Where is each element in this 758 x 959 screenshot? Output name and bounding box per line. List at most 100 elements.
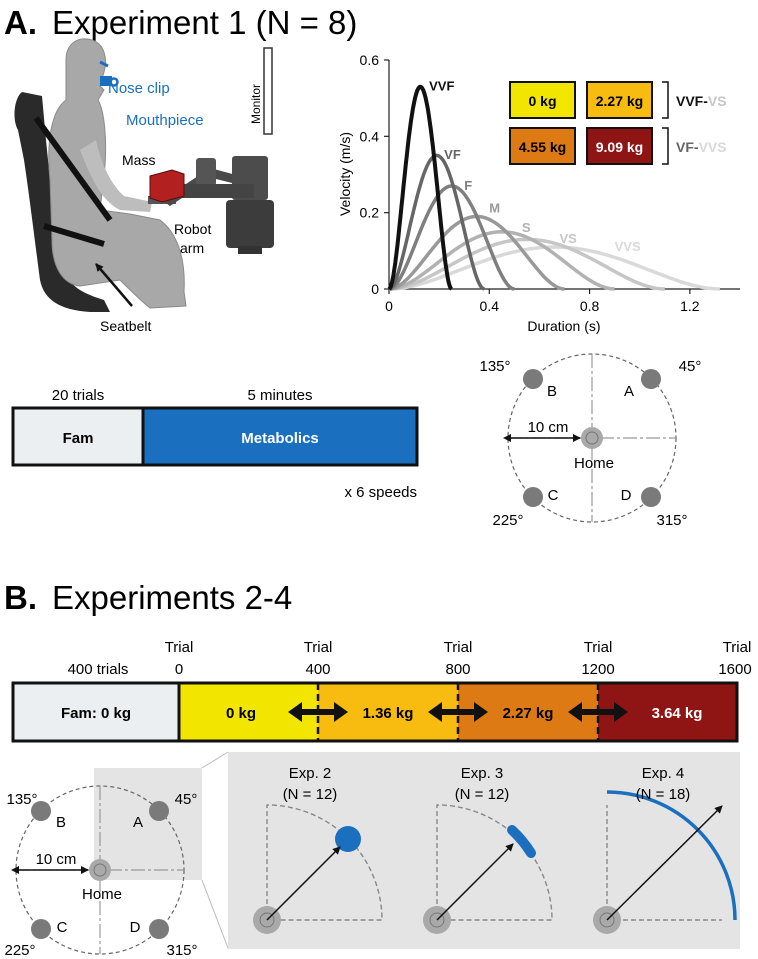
- person-arm: [80, 140, 152, 212]
- fam-b-block: [13, 683, 179, 741]
- radius-label-b: 10 cm: [36, 851, 77, 868]
- home-label: Home: [574, 455, 614, 472]
- trial-word-0: Trial: [165, 639, 194, 656]
- monitor-label: Monitor: [249, 84, 263, 124]
- target-layout-b: 10 cm Home 45° 135° 225° 315° A B C D: [4, 751, 229, 959]
- target-c: [523, 487, 543, 507]
- target-b: [523, 369, 543, 389]
- series-label-vvf: VVF: [429, 79, 454, 94]
- exp3-target-arc: [507, 825, 536, 858]
- x-tick-label: 0.4: [480, 298, 500, 314]
- mass-box-0: [509, 81, 576, 119]
- block-364kg-label: 3.64 kg: [652, 705, 703, 722]
- monitor-icon: [263, 47, 273, 135]
- trial-1200: 1200: [581, 661, 614, 678]
- metab-duration-label: 5 minutes: [247, 387, 312, 404]
- y-tick-label: 0.4: [360, 128, 380, 144]
- home-target-b: [89, 859, 111, 881]
- y-axis-label: Velocity (m/s): [337, 132, 353, 216]
- mass-label: Mass: [122, 152, 155, 168]
- target-b-b-label: B: [56, 814, 66, 831]
- exp3-n: (N = 12): [455, 786, 510, 803]
- target-b-d: [149, 919, 169, 939]
- target-b-b: [31, 801, 51, 821]
- metabolics-block-label: Metabolics: [241, 430, 319, 447]
- target-b-label: B: [547, 383, 557, 400]
- chair: [14, 92, 110, 312]
- trial-word-400: Trial: [304, 639, 333, 656]
- x-tick-label: 0: [385, 298, 393, 314]
- exp4-label: Exp. 4: [642, 765, 685, 782]
- x-tick-label: 1.2: [680, 298, 700, 314]
- trial-axis-labels: Trial 0 Trial 400 Trial 800 Trial 1200 T…: [68, 639, 752, 678]
- experiment-panel-bg: [228, 752, 740, 949]
- home-target: [581, 427, 603, 449]
- series-line-vvf: [387, 84, 453, 291]
- target-b-a-label: A: [133, 814, 143, 831]
- target-c-label: C: [548, 487, 559, 504]
- exp4-diagram: Exp. 4 (N = 18): [593, 765, 737, 934]
- mass-box-2: [509, 127, 576, 165]
- series-label-f: F: [464, 178, 472, 193]
- target-layout-a: 10 cm Home 45° 135° 225° 315° A B C D: [479, 353, 701, 529]
- target-b-a: [149, 801, 169, 821]
- seatbelt-strap: [33, 116, 113, 247]
- panel-b-title: Experiments 2-4: [52, 579, 292, 616]
- x-tick-label: 0.8: [580, 298, 600, 314]
- target-b-c: [31, 919, 51, 939]
- speed-group-1: VVF-VS: [676, 93, 727, 109]
- angle-225-label-b: 225°: [4, 942, 35, 959]
- target-d: [641, 487, 661, 507]
- angle-315-label-b: 315°: [166, 942, 197, 959]
- home-target-ring: [585, 431, 599, 445]
- trial-word-1200: Trial: [584, 639, 613, 656]
- series-label-m: M: [489, 201, 500, 216]
- exp2-label: Exp. 2: [289, 765, 332, 782]
- mass-box-2-label: 4.55 kg: [519, 139, 566, 155]
- repeat-label: x 6 speeds: [344, 484, 417, 501]
- y-tick-label: 0.2: [360, 205, 380, 221]
- exp2-diagram: Exp. 2 (N = 12): [253, 765, 383, 934]
- angle-45-label-b: 45°: [175, 791, 198, 808]
- nose-clip-icon: [100, 76, 112, 86]
- zoom-region: [94, 768, 202, 880]
- x-axis-label: Duration (s): [527, 318, 600, 334]
- angle-315-label: 315°: [656, 512, 687, 529]
- trial-word-1600: Trial: [723, 639, 752, 656]
- robot-arm-label-1: Robot: [174, 221, 211, 237]
- metabolics-block: [141, 406, 419, 467]
- mass-block: [149, 169, 185, 203]
- protocol-a: 20 trials 5 minutes Fam Metabolics x 6 s…: [11, 387, 419, 501]
- block-0kg-label: 0 kg: [226, 705, 256, 722]
- target-b-c-label: C: [57, 919, 68, 936]
- exp3-reach-arrow: [436, 843, 514, 921]
- y-tick-label: 0: [371, 281, 379, 297]
- mass-box-1: [586, 81, 653, 119]
- exp3-label: Exp. 3: [461, 765, 504, 782]
- radius-label: 10 cm: [528, 419, 569, 436]
- series-label-vvs: VVS: [615, 239, 641, 254]
- mass-box-0-label: 0 kg: [528, 93, 556, 109]
- panel-a-letter: A.: [4, 4, 37, 41]
- target-a-label: A: [624, 383, 634, 400]
- target-d-label: D: [621, 487, 632, 504]
- series-label-s: S: [522, 220, 531, 235]
- mass-legend: 0 kg 2.27 kg 4.55 kg 9.09 kg VVF-VS VF-V…: [509, 81, 727, 165]
- fam-block: [11, 406, 145, 467]
- series-label-vf: VF: [444, 147, 461, 162]
- speed-group-2: VF-VVS: [676, 139, 727, 155]
- x-ticks: 0 0.4 0.8 1.2: [385, 289, 700, 314]
- y-tick-label: 0.6: [360, 52, 380, 68]
- block-227kg-label: 2.27 kg: [503, 705, 554, 722]
- exp2-target: [335, 826, 361, 852]
- transition-arrows: [288, 702, 628, 722]
- angle-135-label-b: 135°: [6, 791, 37, 808]
- series-line-vvs: [388, 245, 720, 291]
- nose-clip-label: Nose clip: [108, 80, 170, 97]
- target-b-d-label: D: [130, 919, 141, 936]
- fam-trials-b: 400 trials: [68, 661, 129, 678]
- exp2-reach-arrow: [266, 846, 341, 921]
- exp3-diagram: Exp. 3 (N = 12): [423, 765, 553, 934]
